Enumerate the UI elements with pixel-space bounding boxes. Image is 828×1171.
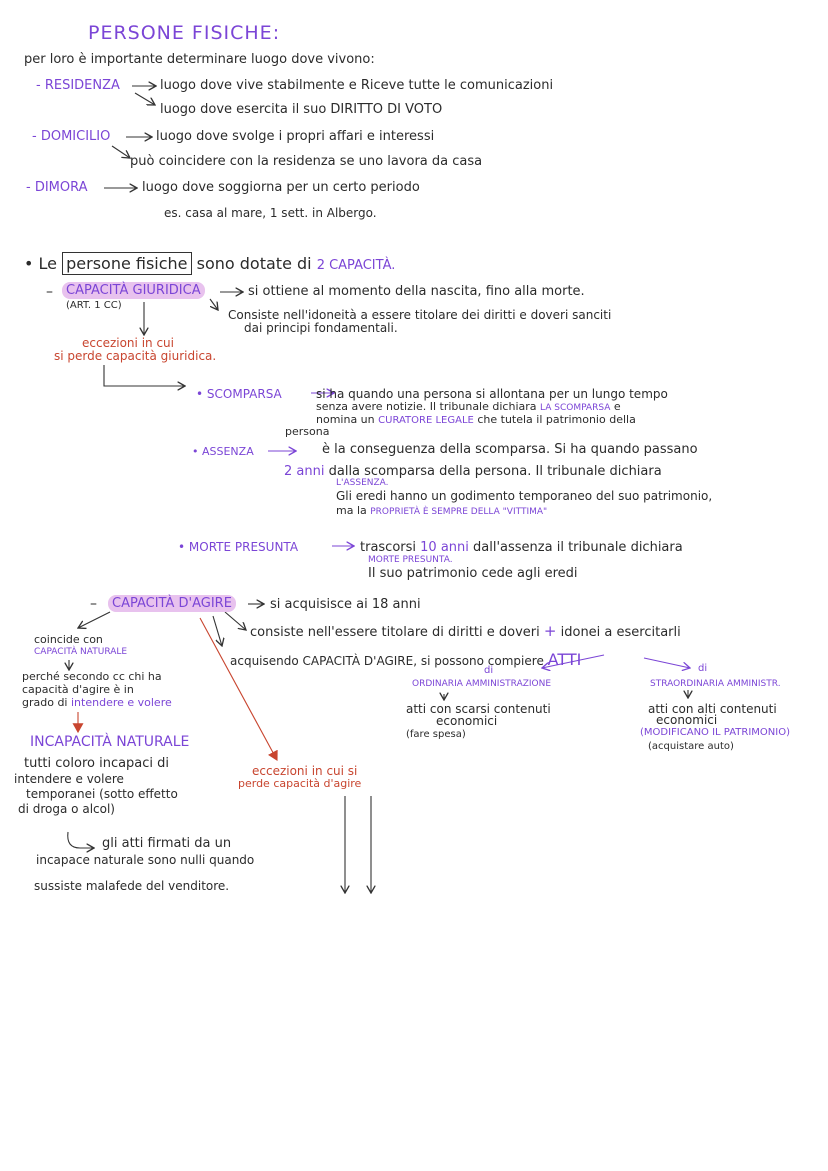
incapacita-line1: tutti coloro incapaci di xyxy=(24,756,170,771)
scomparsa-term: LA SCOMPARSA xyxy=(540,403,611,413)
assenza-line1: è la conseguenza della scomparsa. Si ha … xyxy=(322,442,698,457)
scomparsa-line2: senza avere notizie. Il tribunale dichia… xyxy=(316,401,621,413)
incapacita-line6: incapace naturale sono nulli quando xyxy=(36,853,255,867)
atti-term: ATTI xyxy=(547,650,582,669)
domicilio-line1: luogo dove svolge i propri affari e inte… xyxy=(156,129,435,144)
eccezioni-giuridica-2: si perde capacità giuridica. xyxy=(54,349,217,363)
residenza-line1: luogo dove vive stabilmente e Riceve tut… xyxy=(160,78,554,93)
capacita-agire-label: CAPACITÀ D'AGIRE xyxy=(108,595,236,612)
assenza-line5: ma la PROPRIETÀ È SEMPRE DELLA "VITTIMA" xyxy=(336,505,547,517)
naturale-line1: coincide con xyxy=(34,633,103,646)
ordinaria-di: di xyxy=(484,665,494,676)
text: dall'assenza il tribunale dichiara xyxy=(473,540,683,555)
page-title: PERSONE FISICHE: xyxy=(88,22,281,44)
domicilio-label: - DOMICILIO xyxy=(32,129,111,144)
naturale-line5: grado di intendere e volere xyxy=(22,697,172,708)
text: dalla scomparsa della persona. Il tribun… xyxy=(328,464,662,479)
incapacita-line2: intendere e volere xyxy=(14,772,124,786)
art-reference: (ART. 1 CC) xyxy=(66,300,122,311)
bullet-dot: • xyxy=(24,254,39,273)
eccezioni-agire-1: eccezioni in cui si xyxy=(252,764,358,778)
intro-mid: sono dotate di xyxy=(196,254,312,273)
text: grado di xyxy=(22,696,68,709)
text: trascorsi xyxy=(360,540,417,555)
straordinaria-di: di xyxy=(698,663,708,674)
text: ma la xyxy=(336,504,367,517)
capacita-giuridica-label: CAPACITÀ GIURIDICA xyxy=(62,282,205,299)
giuridica-line1: si ottiene al momento della nascita, fin… xyxy=(248,284,585,299)
text: senza avere notizie. Il tribunale dichia… xyxy=(316,400,537,413)
naturale-term: CAPACITÀ NATURALE xyxy=(34,647,128,657)
two-years: 2 anni xyxy=(284,464,325,479)
morte-presunta-line1: trascorsi 10 anni dall'assenza il tribun… xyxy=(360,541,683,554)
plus-sign: + xyxy=(543,622,557,640)
incapacita-naturale-label: INCAPACITÀ NATURALE xyxy=(30,734,190,750)
capacita-intro: • Le persone fisiche sono dotate di 2 CA… xyxy=(24,252,396,275)
straordinaria-line4: (acquistare auto) xyxy=(648,741,734,752)
highlight: CAPACITÀ GIURIDICA xyxy=(62,282,205,299)
text: nomina un xyxy=(316,413,375,426)
two-capacities: 2 CAPACITÀ. xyxy=(316,258,396,273)
naturale-line4: capacità d'agire è in xyxy=(22,683,134,696)
text: che tutela il patrimonio della xyxy=(477,413,636,426)
incapacita-line4: di droga o alcol) xyxy=(18,802,115,816)
naturale-line3: perché secondo cc chi ha xyxy=(22,670,162,683)
ordinaria-line1: atti con scarsi contenuti xyxy=(406,702,551,716)
ordinaria-label: ORDINARIA AMMINISTRAZIONE xyxy=(412,679,552,689)
ordinaria-line2: economici xyxy=(436,714,498,728)
dimora-line1: luogo dove soggiorna per un certo period… xyxy=(142,180,420,195)
text: acquisendo CAPACITÀ D'AGIRE, si possono … xyxy=(230,654,544,668)
giuridica-line2: Consiste nell'idoneità a essere titolare… xyxy=(228,308,612,322)
dash: – xyxy=(46,284,53,300)
incapacita-line7: sussiste malafede del venditore. xyxy=(34,879,230,893)
residenza-label: - RESIDENZA xyxy=(36,78,120,93)
ten-years: 10 anni xyxy=(420,540,469,555)
text: idonei a esercitarli xyxy=(560,625,681,640)
agire-line2: consiste nell'essere titolare di diritti… xyxy=(250,622,681,640)
morte-presunta-term: MORTE PRESUNTA. xyxy=(368,555,453,565)
incapacita-line3: temporanei (sotto effetto xyxy=(26,787,178,801)
residenza-line2: luogo dove esercita il suo DIRITTO DI VO… xyxy=(160,102,443,117)
incapacita-line5: gli atti firmati da un xyxy=(102,836,232,851)
straordinaria-line1: atti con alti contenuti xyxy=(648,702,777,716)
boxed-term: persone fisiche xyxy=(62,252,192,275)
giuridica-line3: dai principi fondamentali. xyxy=(244,321,398,335)
dash: – xyxy=(90,596,97,612)
curatore-term: CURATORE LEGALE xyxy=(378,415,474,426)
morte-presunta-label: • MORTE PRESUNTA xyxy=(178,540,299,554)
morte-presunta-line3: Il suo patrimonio cede agli eredi xyxy=(368,566,578,581)
eccezioni-giuridica-1: eccezioni in cui xyxy=(82,336,174,350)
dimora-label: - DIMORA xyxy=(26,180,88,195)
agire-line3: acquisendo CAPACITÀ D'AGIRE, si possono … xyxy=(230,652,581,668)
straordinaria-line3: (MODIFICANO IL PATRIMONIO) xyxy=(640,727,790,738)
assenza-term: L'ASSENZA. xyxy=(336,478,389,488)
straordinaria-line2: economici xyxy=(656,713,718,727)
ordinaria-line3: (fare spesa) xyxy=(406,729,466,740)
scomparsa-line4: persona xyxy=(285,425,330,438)
dimora-line2: es. casa al mare, 1 sett. in Albergo. xyxy=(164,206,377,220)
proprieta-term: PROPRIETÀ È SEMPRE DELLA "VITTIMA" xyxy=(370,507,548,517)
text: consiste nell'essere titolare di diritti… xyxy=(250,625,540,640)
text: e xyxy=(613,400,621,413)
assenza-line4: Gli eredi hanno un godimento temporaneo … xyxy=(336,489,713,503)
assenza-label: • ASSENZA xyxy=(192,445,254,458)
intro-bullet: per loro è importante determinare luogo … xyxy=(24,52,375,67)
straordinaria-label: STRAORDINARIA AMMINISTR. xyxy=(650,679,781,689)
domicilio-line2: può coincidere con la residenza se uno l… xyxy=(130,154,483,169)
eccezioni-agire-2: perde capacità d'agire xyxy=(238,777,362,790)
assenza-line2: 2 anni dalla scomparsa della persona. Il… xyxy=(284,465,662,478)
highlight: CAPACITÀ D'AGIRE xyxy=(108,595,236,612)
scomparsa-line1: si ha quando una persona si allontana pe… xyxy=(316,387,668,401)
intro-prefix: Le xyxy=(38,254,58,273)
scomparsa-line3: nomina un CURATORE LEGALE che tutela il … xyxy=(316,414,636,426)
intendere-volere-term: intendere e volere xyxy=(71,696,172,709)
agire-line1: si acquisisce ai 18 anni xyxy=(270,597,421,612)
scomparsa-label: • SCOMPARSA xyxy=(196,387,282,401)
